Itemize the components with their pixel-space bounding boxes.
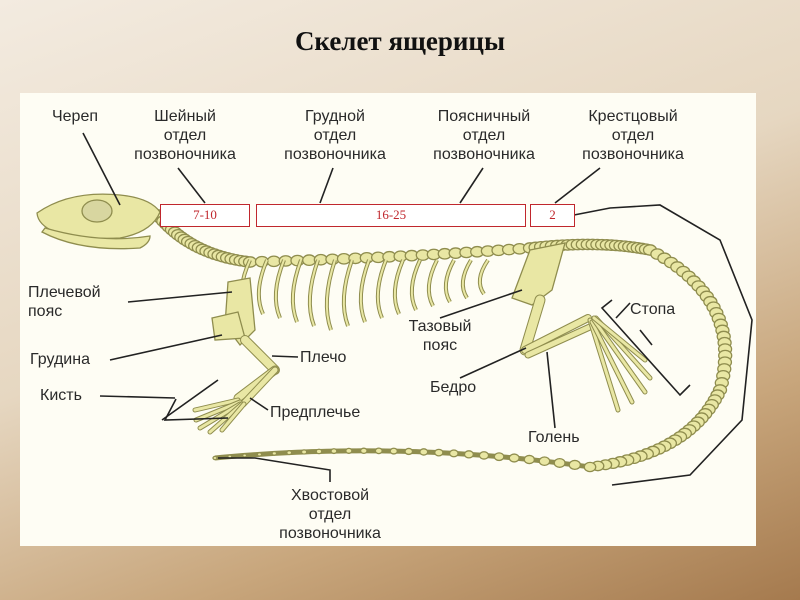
sacral-label-line: позвоночника [582, 145, 684, 164]
shoulder-girdle-label-line: пояс [28, 302, 101, 321]
vertebra [346, 448, 352, 453]
vertebra [316, 449, 321, 453]
caudal-label-line: позвоночника [279, 524, 381, 543]
sternum-label: Грудина [30, 350, 90, 369]
vertebra [509, 454, 519, 462]
vertebra [257, 453, 261, 456]
humerus-leader [272, 356, 298, 357]
vertebra [584, 462, 595, 471]
thoracic-label: Грудной отдел позвоночника [284, 107, 386, 164]
vertebra [479, 452, 488, 459]
vertebra [361, 448, 367, 453]
caudal-label-line: отдел [279, 505, 381, 524]
shoulder-girdle-label-line: Плечевой [28, 283, 101, 302]
lumbar-label: Поясничный отдел позвоночника [433, 107, 535, 164]
cervical-label: Шейный отдел позвоночника [134, 107, 236, 164]
lumbar-label-line: отдел [433, 126, 535, 145]
cervical-label-line: отдел [134, 126, 236, 145]
foot-label: Стопа [630, 300, 675, 319]
vertebra [390, 448, 397, 454]
foot-bracket [616, 303, 630, 318]
skull-eye-socket [82, 200, 112, 222]
caudal-label-line: Хвостовой [279, 486, 381, 505]
vertebra [465, 451, 474, 458]
caudal-label: Хвостовой отдел позвоночника [279, 486, 381, 543]
sternum-leader [110, 335, 222, 360]
femur-label: Бедро [430, 378, 476, 397]
vertebra [494, 453, 503, 461]
pelvic-girdle-label-line: пояс [409, 336, 472, 355]
cervical-label-line: Шейный [134, 107, 236, 126]
vertebra [302, 450, 307, 454]
vertebra [272, 452, 276, 456]
forearm-leader [250, 398, 268, 410]
vertebra [267, 256, 280, 266]
vertebra [287, 451, 292, 455]
shoulder-girdle-label: Плечевой пояс [28, 283, 101, 321]
thoracic-leader [320, 168, 333, 203]
sacral-label-line: Крестцовый [582, 107, 684, 126]
thoracic-label-line: Грудной [284, 107, 386, 126]
shoulder-girdle-leader [128, 292, 232, 302]
vertebra [213, 456, 217, 459]
forearm-label: Предплечье [270, 403, 360, 422]
foot-leader [640, 330, 652, 345]
vertebra [375, 448, 382, 453]
shin-label: Голень [528, 428, 580, 447]
pelvic-girdle-leader [440, 290, 522, 318]
lumbar-label-line: Поясничный [433, 107, 535, 126]
vertebra [554, 459, 565, 468]
hand-leader [100, 396, 175, 398]
vertebra [539, 457, 549, 465]
cervical-label-line: позвоночника [134, 145, 236, 164]
thoracic-label-line: позвоночника [284, 145, 386, 164]
humerus-bone [245, 340, 275, 370]
pelvic-girdle-label-line: Тазовый [409, 317, 472, 336]
sacral-count-box: 2 [530, 204, 575, 227]
vertebra [331, 449, 337, 454]
vertebra [524, 455, 534, 463]
cervical-count-box: 7-10 [160, 204, 250, 227]
vertebra [435, 449, 443, 456]
vertebra [243, 454, 247, 457]
shin-leader [547, 352, 555, 428]
vertebra [405, 448, 412, 454]
caudal-leader [218, 458, 330, 482]
thoracic-lumbar-count-box: 16-25 [256, 204, 526, 227]
sacral-label: Крестцовый отдел позвоночника [582, 107, 684, 164]
humerus-label: Плечо [300, 348, 346, 367]
sacral-label-line: отдел [582, 126, 684, 145]
lumbar-leader [460, 168, 483, 203]
sacral-leader [555, 168, 600, 203]
hand-label: Кисть [40, 386, 82, 405]
skull-label: Череп [52, 107, 98, 126]
skeleton [37, 194, 732, 471]
cervical-leader [178, 168, 205, 203]
pelvic-girdle-label: Тазовый пояс [409, 317, 472, 355]
vertebra [420, 449, 428, 455]
vertebra [450, 450, 458, 457]
lumbar-label-line: позвоночника [433, 145, 535, 164]
vertebra [569, 460, 580, 469]
thoracic-label-line: отдел [284, 126, 386, 145]
